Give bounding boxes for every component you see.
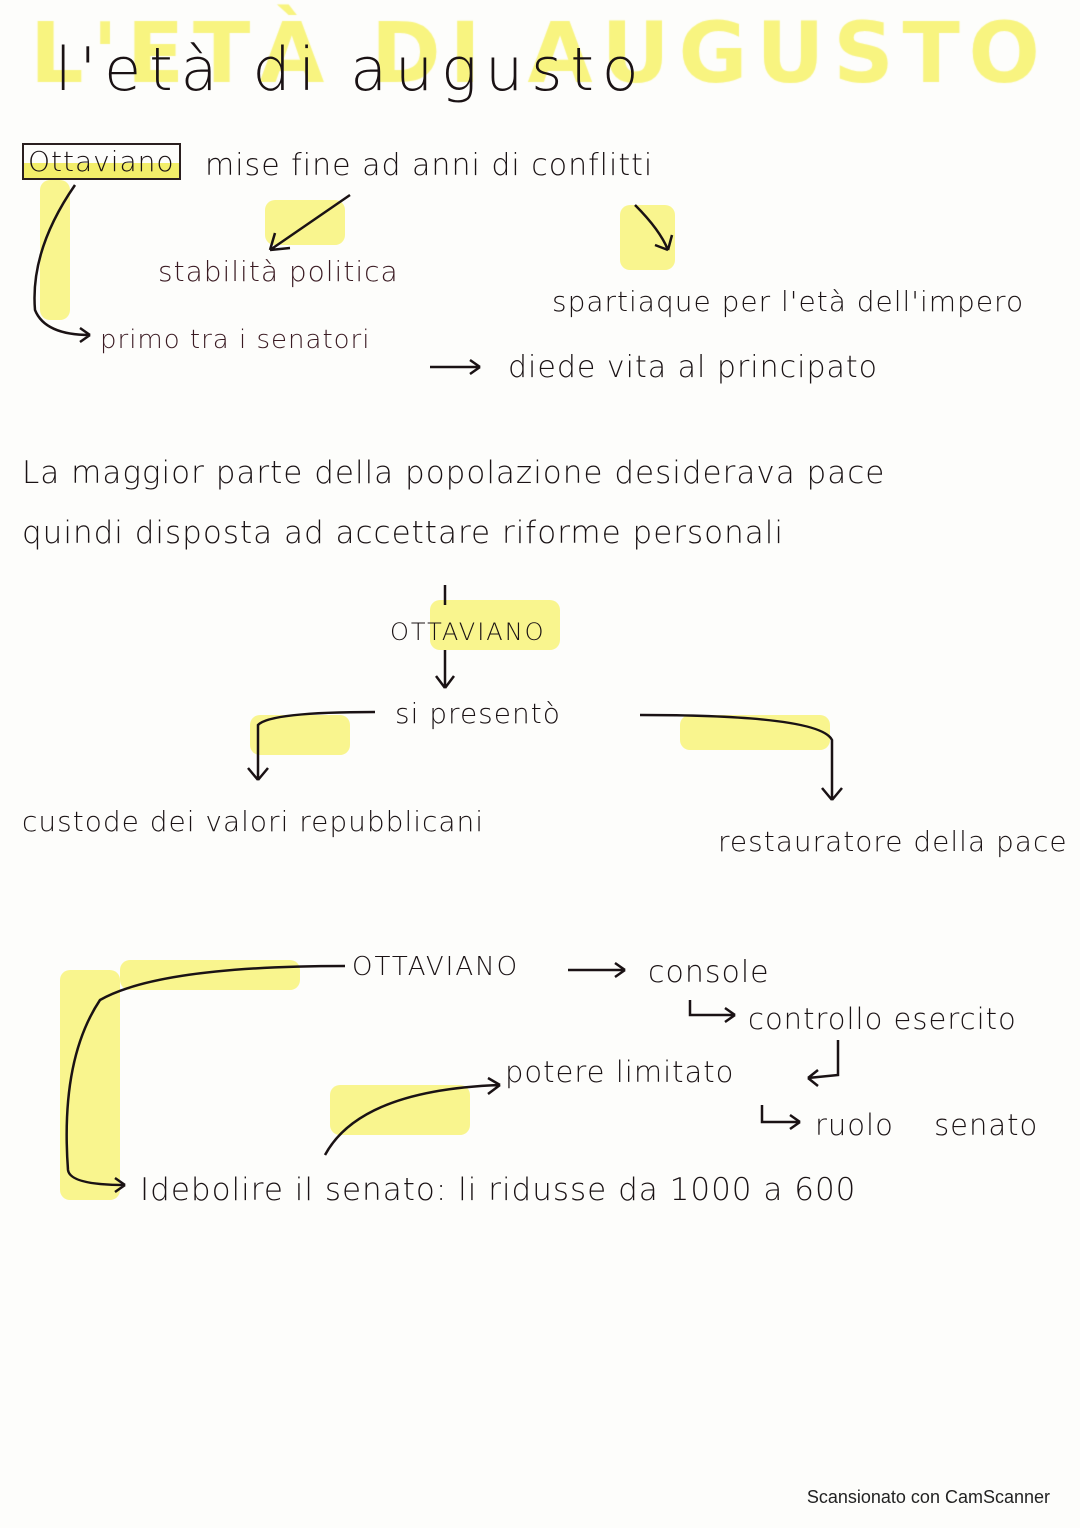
primo-tra-senatori: primo tra i senatori [100,325,371,355]
arrow-ruolo [760,1105,801,1131]
arrow-custode [247,710,376,781]
ottaviano-2: OTTAVIANO [390,618,546,646]
camscanner-watermark: Scansionato con CamScanner [806,1487,1050,1507]
controllo-esercito: controllo esercito [748,1002,1017,1036]
highlight [330,1085,470,1135]
highlight [250,715,350,755]
paragraph-line-2: quindi disposta ad accettare riforme per… [22,515,784,551]
arrow-spartiaque [634,204,674,252]
title-highlight-lettering [0,0,1080,130]
arrow-restauratore [639,713,843,801]
potere-limitato: potere limitato [505,1055,735,1089]
arrow-potere-limitato [323,1076,501,1156]
arrow-diede [430,358,481,376]
custode: custode dei valori repubblicani [22,805,485,838]
highlight [430,600,560,650]
highlight [40,180,70,320]
subject-ottaviano: Ottaviano [22,143,181,180]
paragraph-line-1: La maggior parte della popolazione desid… [22,455,886,491]
highlight [620,205,675,270]
arrow-ottaviano [435,585,455,689]
highlight [120,960,300,990]
restauratore: restauratore della pace [718,825,1068,858]
arrow-console [568,961,626,979]
stabilita-politica: stabilità politica [158,255,399,288]
ruolo-senato: ruolo senato [815,1108,1039,1142]
spartiaque: spartiaque per l'età dell'impero [552,285,1025,318]
page-title: l'età di augusto [55,35,647,105]
statement: mise fine ad anni di conflitti [205,148,654,183]
arrow-primo [33,184,91,344]
console: console [648,955,770,990]
si-presento: si presentò [395,697,561,730]
arrow-controllo [688,1000,736,1024]
arrow-potere [807,1040,840,1087]
principato: diede vita al principato [508,350,878,385]
ottaviano-3: OTTAVIANO [352,952,520,982]
arrow-stabilita [268,193,351,252]
indebolire-senato: Idebolire il senato: li ridusse da 1000 … [140,1172,857,1208]
highlight [680,715,830,750]
arrow-indebolire [65,964,346,1194]
